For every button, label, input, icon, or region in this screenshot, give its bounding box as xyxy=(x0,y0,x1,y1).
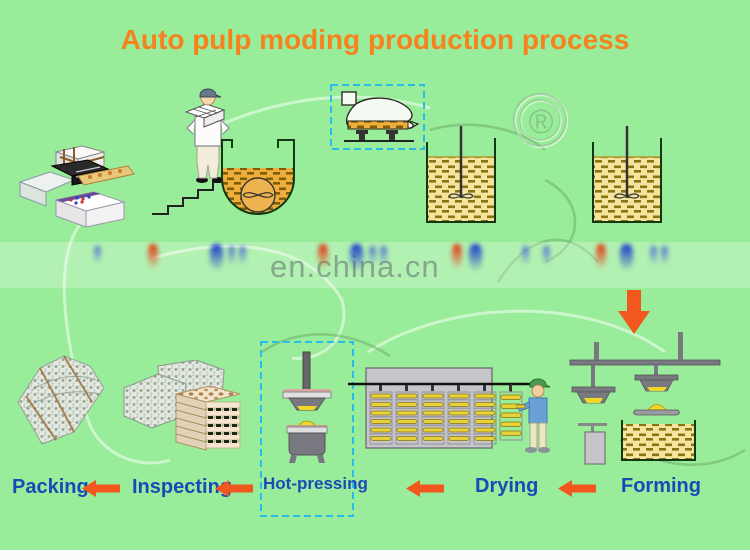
packed-trays-bundle-illustration xyxy=(17,355,105,445)
mixing-tank-1-illustration xyxy=(426,126,496,223)
blurred-watermark-mark xyxy=(210,244,223,272)
stage-label-hot-pressing: Hot-pressing xyxy=(263,474,368,493)
flow-arrow-left-icon xyxy=(406,480,444,497)
inspected-trays-stack-illustration xyxy=(123,360,241,451)
blurred-watermark-mark xyxy=(318,244,328,270)
blurred-watermark-mark xyxy=(452,244,462,270)
stage-label-inspecting: Inspecting xyxy=(132,476,233,498)
flow-arrow-down-icon xyxy=(618,290,650,334)
mixing-tank-2-illustration xyxy=(592,126,662,223)
blurred-watermark-mark xyxy=(239,246,246,266)
pulper-tank-illustration xyxy=(221,139,295,215)
forming-machine-illustration xyxy=(569,332,721,465)
flow-arrow-left-icon xyxy=(215,480,253,497)
refiner-machine-illustration xyxy=(330,84,425,150)
drying-worker-illustration xyxy=(516,378,551,453)
flow-arrow-left-icon xyxy=(82,480,120,497)
highlight-dashed-box xyxy=(260,341,354,517)
blurred-watermark-mark xyxy=(620,244,633,272)
worker-carrying-box-illustration xyxy=(152,88,230,215)
page-title: Auto pulp moding production process xyxy=(120,24,630,55)
stage-label-forming: Forming xyxy=(621,475,701,497)
blurred-watermark-mark xyxy=(650,246,657,266)
blurred-watermark-mark xyxy=(596,244,606,270)
blurred-watermark-mark xyxy=(543,246,550,266)
hot-press-illustration xyxy=(260,341,354,517)
oven-tray-columns xyxy=(369,391,497,445)
flow-arrow-left-icon xyxy=(558,480,596,497)
stairs-icon xyxy=(152,181,228,215)
bottom-white-strip xyxy=(0,550,750,560)
stage-label-packing: Packing xyxy=(12,476,89,498)
blurred-watermark-mark xyxy=(661,246,668,266)
blurred-watermark-mark xyxy=(228,246,235,266)
stage-label-drying: Drying xyxy=(475,475,539,497)
blurred-watermark-mark xyxy=(522,246,529,266)
pallet-layers xyxy=(205,401,241,449)
drying-oven-illustration xyxy=(348,367,536,449)
blurred-watermark-mark xyxy=(148,244,158,270)
registered-mark-watermark: ® xyxy=(513,93,569,149)
blurred-watermark-mark xyxy=(369,246,376,266)
blurred-watermark-mark xyxy=(94,246,101,264)
blurred-watermark-mark xyxy=(380,246,387,266)
blurred-watermark-mark xyxy=(469,244,482,272)
highlight-dashed-box xyxy=(330,84,425,150)
raw-materials-pile-illustration xyxy=(18,145,135,228)
hanging-tray-rack xyxy=(499,384,523,441)
registered-symbol-glyph: ® xyxy=(528,103,553,141)
blurred-watermark-mark xyxy=(350,244,363,272)
